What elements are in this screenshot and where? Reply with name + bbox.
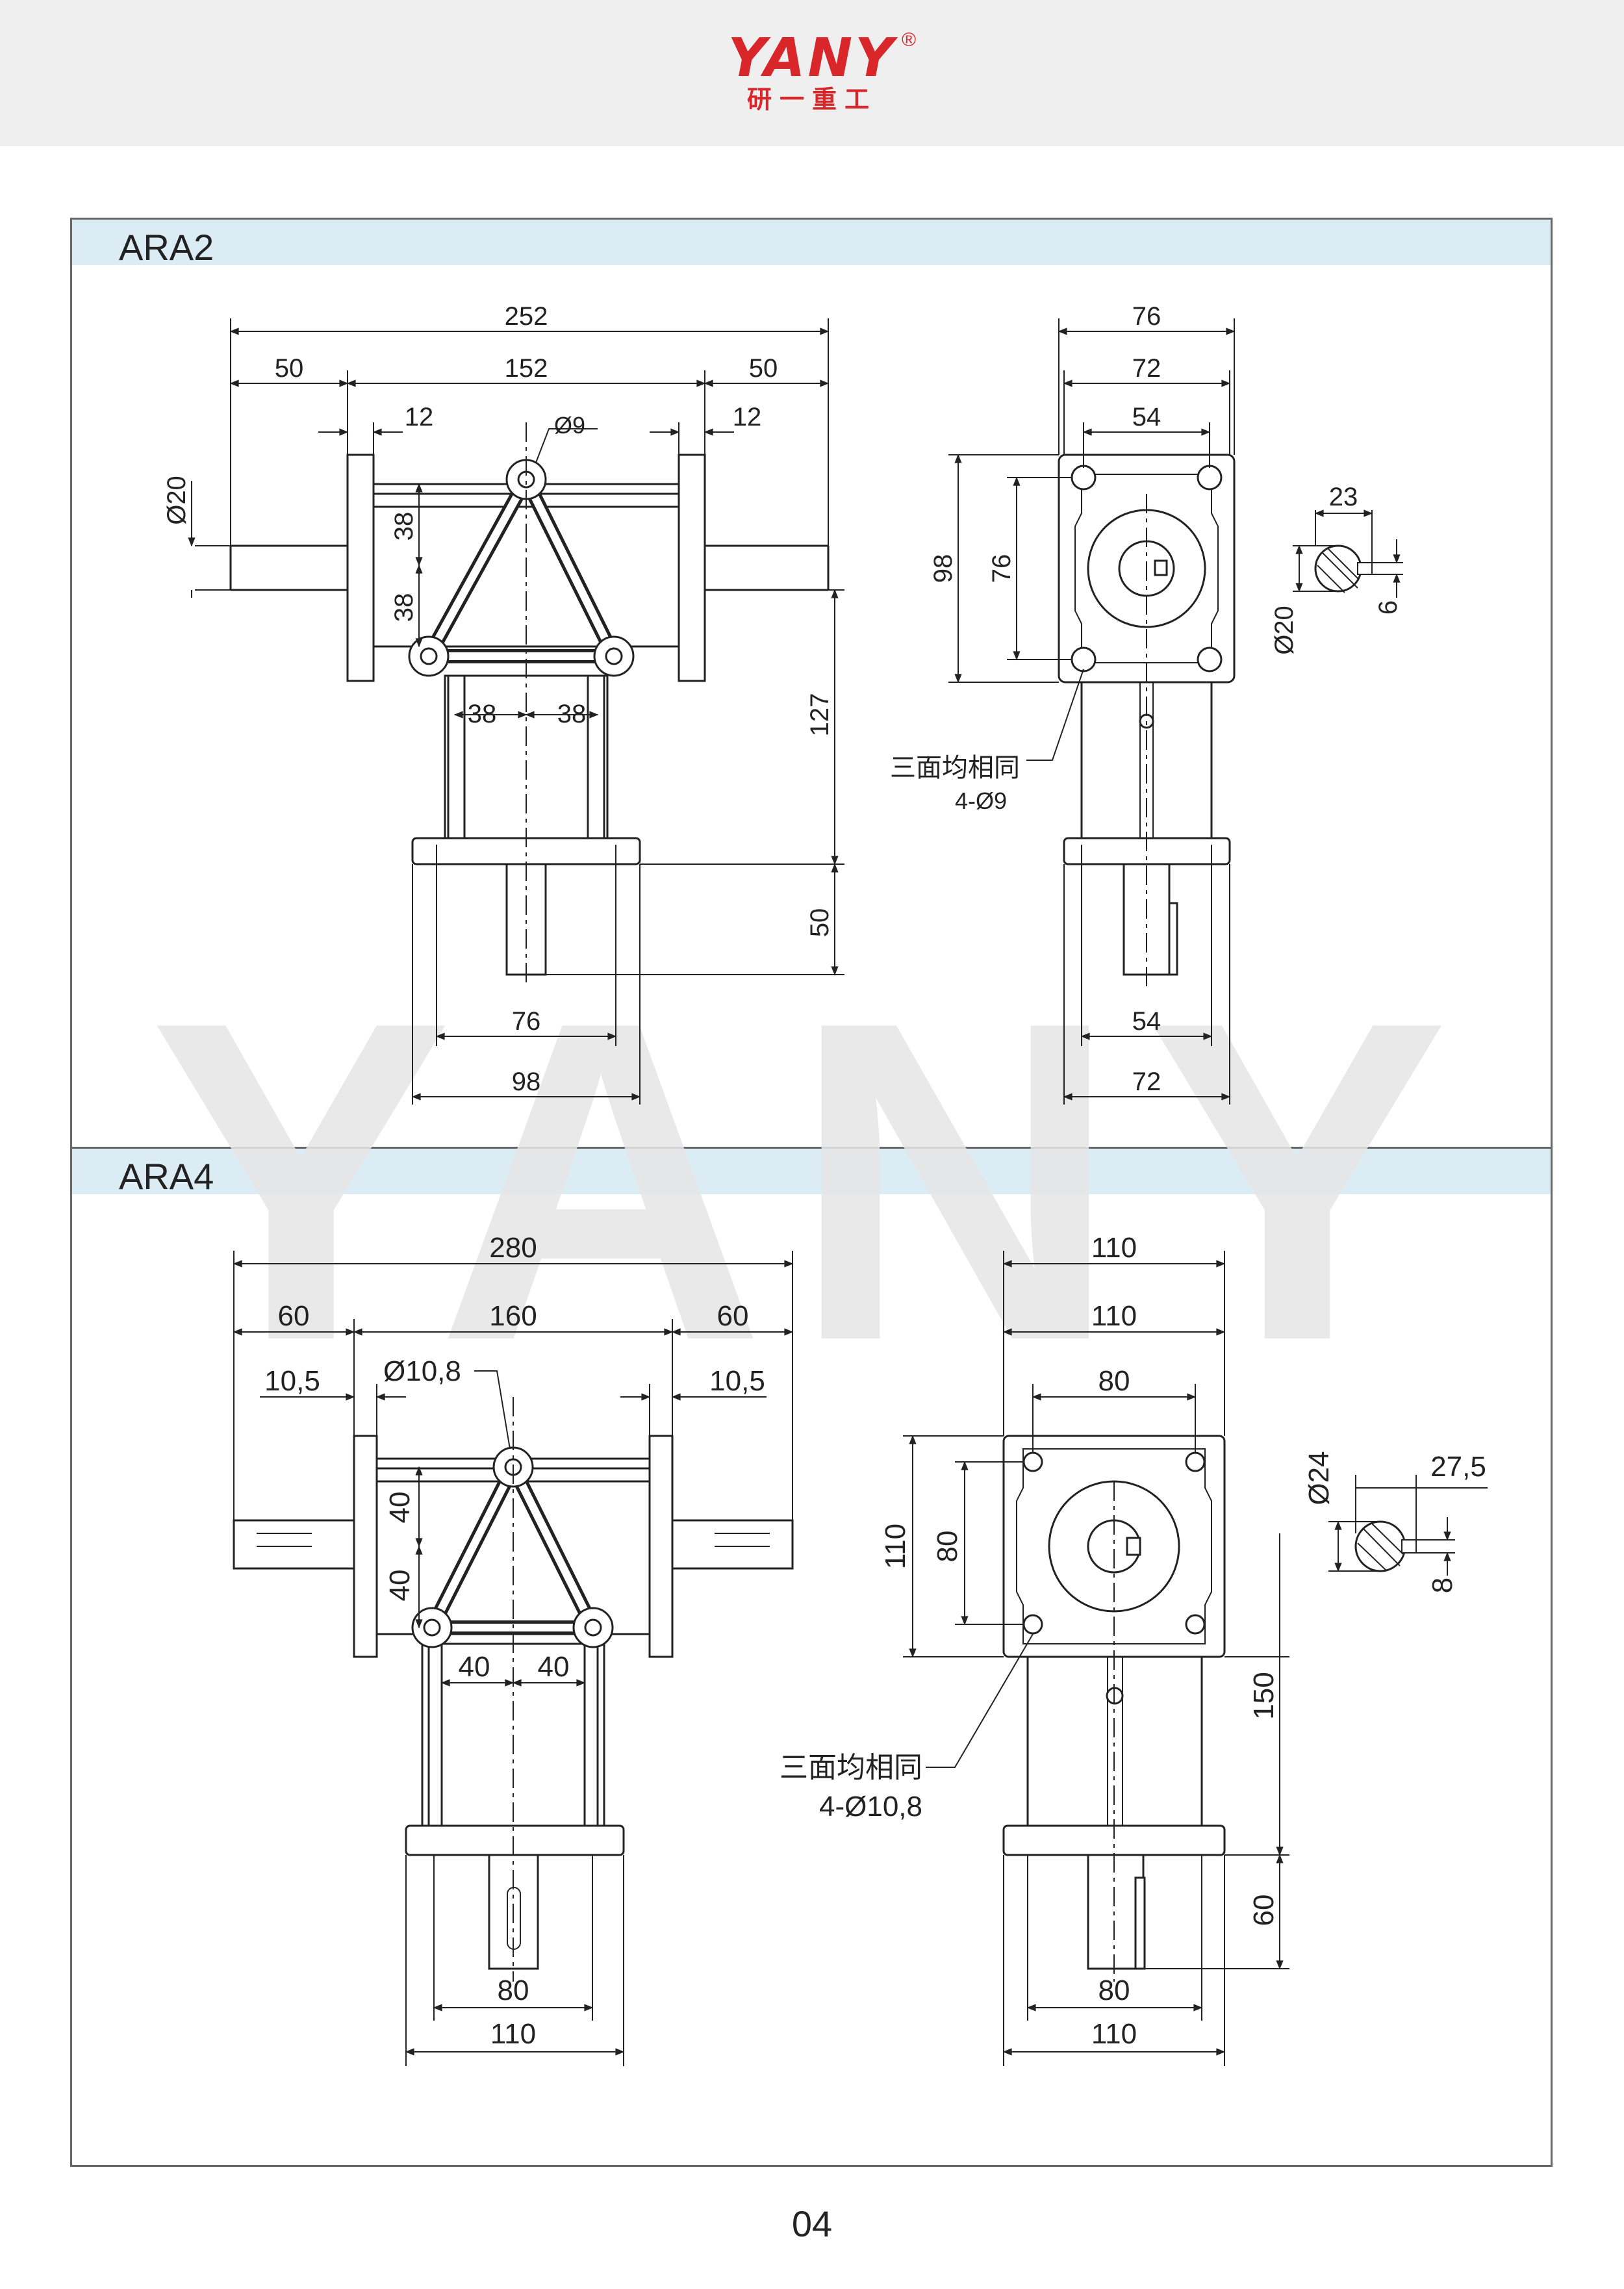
a4-side-left-outer: 110 xyxy=(880,1524,911,1569)
dim-h-left: 38 xyxy=(468,700,497,728)
side-dim-top1: 76 xyxy=(1132,302,1161,331)
side-dim-left-inner: 76 xyxy=(987,554,1016,583)
a4-dim-h-left: 40 xyxy=(459,1651,490,1683)
ara2-front-view xyxy=(229,422,830,988)
a4-side-top2: 110 xyxy=(1091,1300,1137,1332)
dim-lower-v: 38 xyxy=(390,593,418,622)
dim-center: 152 xyxy=(505,354,548,383)
a4-key-depth: 8 xyxy=(1427,1578,1458,1593)
a4-side-bottom-outer: 110 xyxy=(1091,2018,1137,2050)
a4-side-height: 150 xyxy=(1248,1672,1280,1719)
a4-note-line2: 4-Ø10,8 xyxy=(819,1791,922,1822)
a4-dim-overall: 280 xyxy=(489,1232,537,1264)
brand-logo-text: YANY xyxy=(728,27,896,89)
ara2-side-dims xyxy=(948,318,1236,1105)
side-dim-bottom-outer: 72 xyxy=(1132,1068,1161,1096)
watermark: YANY xyxy=(149,927,1475,1435)
a4-key-dia: Ø24 xyxy=(1303,1451,1335,1505)
page-number: 04 xyxy=(791,2203,833,2244)
key-depth: 6 xyxy=(1374,600,1402,615)
dim-overall: 252 xyxy=(505,302,548,331)
a4-dim-base-inner: 80 xyxy=(498,1975,529,2006)
dim-bottom-shaft: 50 xyxy=(806,908,834,938)
dim-left-shaft: 50 xyxy=(275,354,304,383)
section-header-ara2: ARA2 xyxy=(72,220,1551,268)
a4-side-left-inner: 80 xyxy=(932,1531,963,1563)
key-width: 23 xyxy=(1329,483,1358,511)
a4-side-bottom-inner: 80 xyxy=(1098,1975,1130,2006)
ara4-front-view xyxy=(233,1397,794,1982)
a4-dim-center: 160 xyxy=(489,1300,537,1332)
ara4-front-dims xyxy=(233,1251,794,2066)
a4-dim-upper-v: 40 xyxy=(384,1492,416,1524)
side-note-line2: 4-Ø9 xyxy=(955,787,1007,814)
model-label-ara4: ARA4 xyxy=(119,1156,214,1197)
a4-side-top3: 80 xyxy=(1098,1365,1130,1397)
a4-dim-lower-v: 40 xyxy=(384,1570,416,1602)
a4-dim-flange-left: 10,5 xyxy=(264,1365,320,1397)
dim-upper-v: 38 xyxy=(390,512,418,541)
a4-dim-left-shaft: 60 xyxy=(278,1300,310,1332)
a4-dim-base-outer: 110 xyxy=(490,2018,536,2050)
dim-right-shaft: 50 xyxy=(749,354,778,383)
ara2-side-view xyxy=(1058,454,1236,988)
dim-base-inner: 76 xyxy=(512,1007,541,1036)
ara4-side-view xyxy=(1002,1435,1226,1982)
ara2-keyway-detail xyxy=(1293,509,1403,598)
section-divider xyxy=(70,1147,1553,1149)
dim-shaft-dia: Ø20 xyxy=(162,476,191,525)
dim-h-right: 38 xyxy=(557,700,587,728)
side-note-line1: 三面均相同 xyxy=(890,754,1020,782)
registered-mark: ® xyxy=(902,29,917,51)
model-label-ara2: ARA2 xyxy=(119,227,214,268)
dim-height: 127 xyxy=(806,693,834,737)
key-dia: Ø20 xyxy=(1270,606,1299,655)
brand-logo: YANY 研一重工 ® xyxy=(721,27,917,120)
brand-subtitle: 研一重工 xyxy=(746,85,877,114)
a4-side-top1: 110 xyxy=(1091,1232,1137,1264)
page-header: YANY 研一重工 ® xyxy=(0,0,1624,146)
dim-flange-left: 12 xyxy=(405,403,434,431)
a4-dim-hole: Ø10,8 xyxy=(383,1355,461,1387)
ara4-side-dims xyxy=(903,1251,1289,2066)
ara4-keyway-detail xyxy=(1328,1475,1488,1576)
a4-dim-h-right: 40 xyxy=(538,1651,570,1683)
section-header-ara4: ARA4 xyxy=(72,1149,1551,1197)
a4-side-bottom-shaft: 60 xyxy=(1248,1895,1280,1926)
a4-key-width: 27,5 xyxy=(1430,1451,1486,1483)
a4-note-line1: 三面均相同 xyxy=(780,1752,922,1784)
a4-dim-flange-right: 10,5 xyxy=(709,1365,765,1397)
dim-base-outer: 98 xyxy=(512,1068,541,1096)
ara2-front-dims xyxy=(188,318,844,1105)
side-dim-left-outer: 98 xyxy=(929,554,958,583)
side-dim-top2: 72 xyxy=(1132,354,1161,383)
a4-dim-right-shaft: 60 xyxy=(717,1300,749,1332)
side-dim-top3: 54 xyxy=(1132,403,1161,431)
dim-hole: Ø9 xyxy=(554,412,585,439)
dim-flange-right: 12 xyxy=(733,403,762,431)
drawing-frame xyxy=(70,218,1553,2167)
side-dim-bottom-inner: 54 xyxy=(1132,1007,1161,1036)
